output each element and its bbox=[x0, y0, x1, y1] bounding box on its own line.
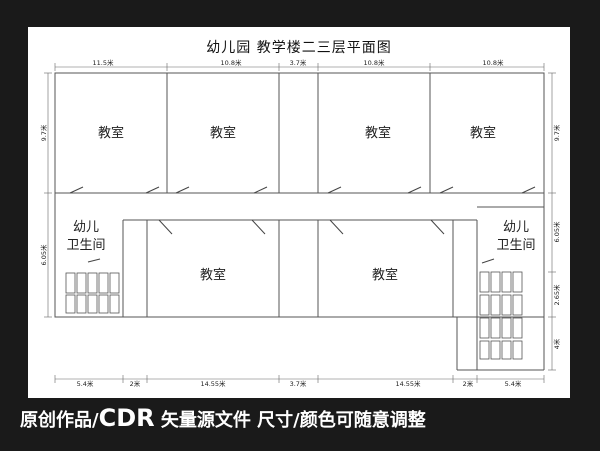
dim-top-3: 3.7米 bbox=[290, 58, 307, 67]
classroom-2-label: 教室 bbox=[210, 125, 236, 141]
dim-right-3: 2.65米 bbox=[552, 284, 561, 305]
plan-title: 幼儿园 教学楼二三层平面图 bbox=[206, 40, 392, 56]
drawing-sheet: 幼儿园 教学楼二三层平面图 bbox=[28, 27, 570, 398]
restroom-right-label-2: 卫生间 bbox=[496, 238, 535, 253]
dim-left-2: 6.05米 bbox=[39, 244, 48, 265]
dim-bottom-2: 2米 bbox=[130, 379, 141, 388]
restroom-left-label-1: 幼儿 bbox=[73, 220, 99, 235]
dim-top-4: 10.8米 bbox=[364, 58, 385, 67]
outer-wall bbox=[54, 72, 545, 318]
dim-bottom-7: 5.4米 bbox=[505, 379, 522, 388]
dim-right-1: 9.7米 bbox=[552, 124, 561, 141]
dim-top-1: 11.5米 bbox=[93, 58, 114, 67]
dim-bottom-1: 5.4米 bbox=[77, 379, 94, 388]
classroom-5-label: 教室 bbox=[200, 267, 226, 283]
dim-right-4: 4米 bbox=[552, 338, 561, 349]
dim-right-2: 6.05米 bbox=[552, 221, 561, 242]
dim-bottom-5: 14.55米 bbox=[395, 379, 421, 388]
watermark-banner: 原创作品/CDR 矢量源文件 尺寸/颜色可随意调整 bbox=[20, 404, 600, 444]
watermark-part1: 原创作品/ bbox=[20, 410, 99, 431]
dim-left-1: 9.7米 bbox=[39, 124, 48, 141]
watermark-cdr: CDR bbox=[98, 404, 155, 432]
restroom-right-label-1: 幼儿 bbox=[503, 220, 529, 235]
floor-plan: 教室 教室 教室 教室 教室 教室 幼儿 卫生间 幼儿 卫生间 bbox=[39, 58, 561, 388]
classroom-4-label: 教室 bbox=[470, 125, 496, 141]
classroom-6-label: 教室 bbox=[372, 267, 398, 283]
dim-top-5: 10.8米 bbox=[483, 58, 504, 67]
dim-bottom-6: 2米 bbox=[463, 379, 474, 388]
classroom-3-label: 教室 bbox=[365, 125, 391, 141]
dim-bottom-4: 3.7米 bbox=[290, 379, 307, 388]
dim-top-2: 10.8米 bbox=[221, 58, 242, 67]
watermark-part3: 矢量源文件 尺寸/颜色可随意调整 bbox=[154, 410, 426, 431]
dim-bottom-3: 14.55米 bbox=[200, 379, 226, 388]
restroom-left-label-2: 卫生间 bbox=[66, 238, 105, 253]
classroom-1-label: 教室 bbox=[98, 125, 124, 141]
